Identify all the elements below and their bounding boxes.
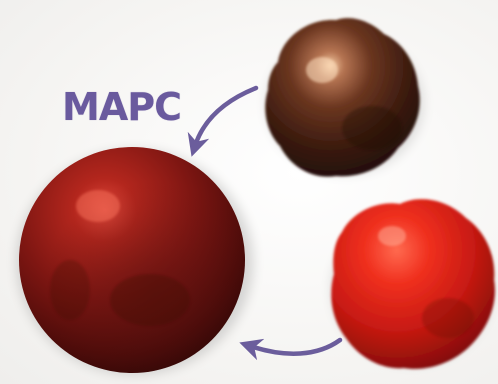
arrow-to-large-sphere-from-bottom xyxy=(250,340,340,354)
dark-brown-cell xyxy=(265,18,423,177)
mapc-label: MAPC xyxy=(62,88,181,126)
arrow-to-large-sphere-from-top xyxy=(195,88,256,146)
large-dark-red-sphere xyxy=(17,147,253,374)
bright-red-cell xyxy=(331,199,495,369)
